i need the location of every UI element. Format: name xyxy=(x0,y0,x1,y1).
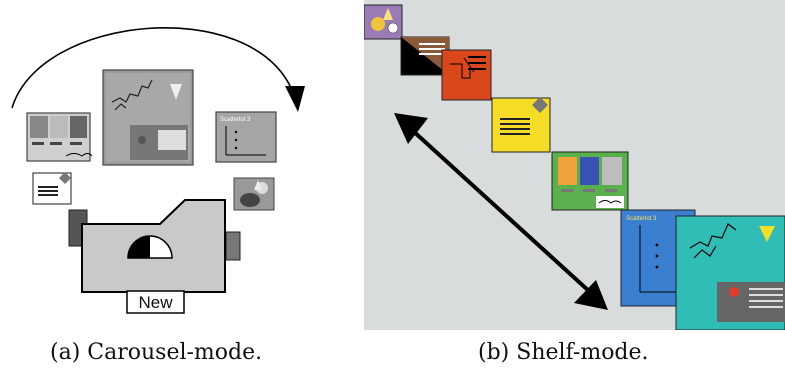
carousel-arrow-icon xyxy=(11,27,293,109)
new-button-label: New xyxy=(138,293,173,312)
shelf-tile-diagonal[interactable] xyxy=(400,36,450,76)
carousel-tile-shapes[interactable] xyxy=(233,177,275,211)
shelf-tile-yellow[interactable] xyxy=(491,97,551,153)
caption-shelf-mode: (b) Shelf-mode. xyxy=(478,340,649,365)
carousel-tile-center[interactable] xyxy=(102,69,194,166)
shelf-mode-panel: Scatterlot 3 xyxy=(364,0,785,330)
gauge-icon xyxy=(127,235,173,259)
scatterplot-tile-title: Scatterlot 3 xyxy=(626,216,657,222)
carousel-mode-panel: Scatterlot 3 xyxy=(11,27,305,314)
carousel-tile-right[interactable]: Scatterlot 3 xyxy=(215,111,277,163)
new-button[interactable]: New xyxy=(126,290,185,314)
shelf-tile-teal[interactable] xyxy=(675,215,785,330)
diagonal-double-arrow-icon xyxy=(394,113,608,310)
carousel-tile-left[interactable] xyxy=(26,112,93,162)
carousel-arrowhead xyxy=(285,86,305,112)
carousel-tile-document[interactable] xyxy=(32,172,72,205)
shelf-tile-purple[interactable] xyxy=(364,4,403,40)
caption-carousel-mode: (a) Carousel-mode. xyxy=(50,340,263,365)
shelf-tile-green[interactable] xyxy=(551,151,629,211)
shelf-tile-orange[interactable] xyxy=(441,49,492,101)
folder-icon[interactable] xyxy=(81,199,226,293)
carousel-tile-back-right[interactable] xyxy=(225,231,241,261)
svg-text:Scatterlot 3: Scatterlot 3 xyxy=(220,117,251,123)
